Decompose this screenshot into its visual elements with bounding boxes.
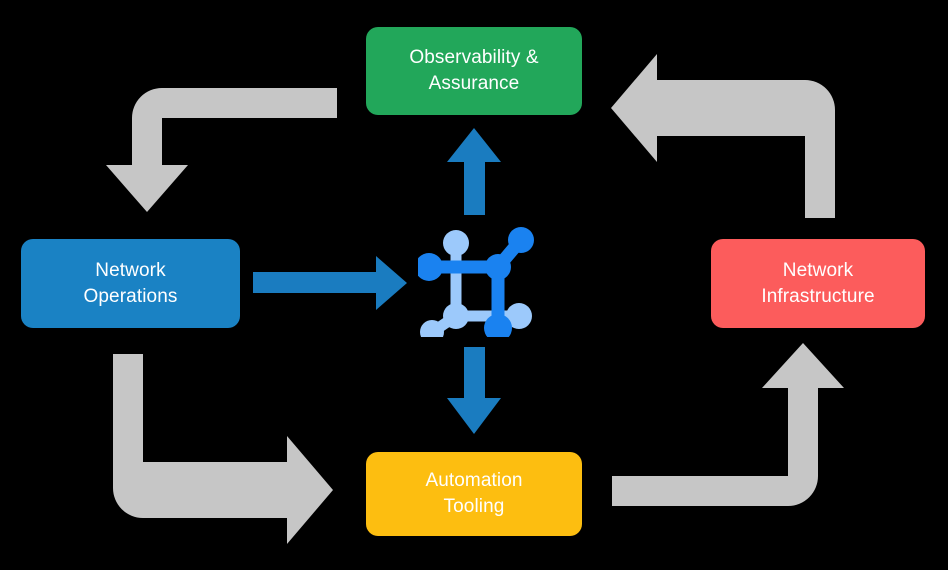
cycle-arrow-network-operations-to-automation-tooling [113, 354, 333, 544]
cycle-arrow-observability-to-network-operations [106, 58, 337, 212]
node-network-infrastructure-label: Network Infrastructure [761, 259, 875, 307]
node-network-infrastructure[interactable]: Network Infrastructure [711, 239, 925, 328]
flow-arrow-network-operations-to-center [253, 256, 407, 310]
network-graph-icon [418, 227, 534, 337]
node-network-operations[interactable]: Network Operations [21, 239, 240, 328]
node-automation-tooling[interactable]: Automation Tooling [366, 452, 582, 536]
node-network-operations-label: Network Operations [83, 259, 178, 307]
cycle-arrow-automation-tooling-to-network-infrastructure [612, 343, 844, 506]
cycle-arrow-network-infrastructure-to-observability [611, 54, 835, 218]
flow-arrow-center-to-automation-tooling [447, 347, 501, 434]
flow-arrow-center-to-observability [447, 128, 501, 215]
node-observability-assurance[interactable]: Observability & Assurance [366, 27, 582, 115]
node-automation-tooling-label: Automation Tooling [425, 470, 523, 517]
node-observability-assurance-label: Observability & Assurance [409, 47, 539, 94]
